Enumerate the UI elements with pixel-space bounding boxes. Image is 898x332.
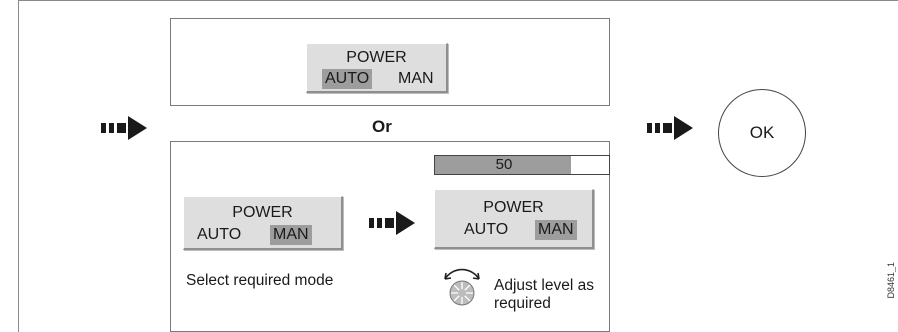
power-softkey-man-adjust[interactable]: POWER AUTO MAN — [434, 189, 594, 249]
option-man: MAN — [398, 70, 434, 87]
dashed-right-arrow-icon — [101, 116, 147, 140]
dashed-right-arrow-icon — [647, 116, 693, 140]
option-auto: AUTO — [197, 226, 242, 243]
option-man: MAN — [270, 225, 312, 245]
caption-select-mode: Select required mode — [186, 272, 334, 289]
dashed-right-arrow-icon — [369, 211, 415, 235]
power-softkey-auto[interactable]: POWER AUTO MAN — [306, 43, 448, 93]
figure-reference: D8461_1 — [886, 262, 896, 299]
option-auto: AUTO — [322, 69, 373, 89]
power-softkey-man-select[interactable]: POWER AUTO MAN — [183, 196, 343, 250]
figure-frame — [18, 0, 898, 332]
rotary-knob-icon — [444, 268, 480, 306]
softkey-title: POWER — [232, 204, 293, 221]
ok-button[interactable]: OK — [718, 89, 806, 177]
ok-label: OK — [749, 123, 775, 142]
level-bar[interactable]: 50 — [434, 155, 610, 175]
option-man: MAN — [535, 220, 577, 240]
top-panel: POWER AUTO MAN — [170, 18, 610, 106]
or-label: Or — [372, 117, 392, 136]
softkey-title: POWER — [483, 199, 544, 216]
option-auto: AUTO — [464, 221, 509, 238]
level-value: 50 — [495, 156, 513, 173]
caption-adjust-line2: required — [494, 295, 551, 312]
caption-adjust-line1: Adjust level as — [494, 277, 594, 294]
softkey-title: POWER — [346, 49, 407, 66]
level-bar-fill — [435, 156, 571, 174]
